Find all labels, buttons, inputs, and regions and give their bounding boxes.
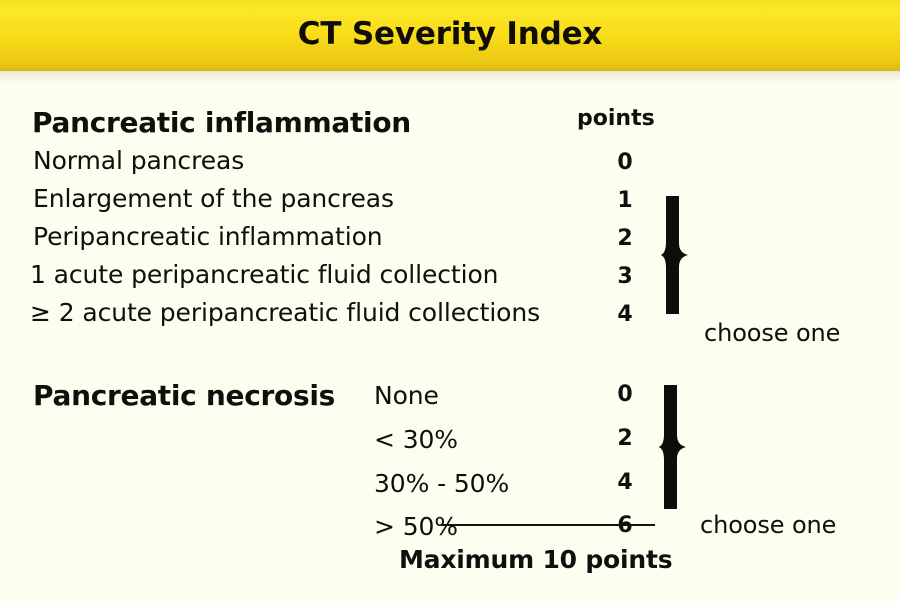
row-points-two-or-more-fluid-collections: 4: [617, 302, 633, 327]
title-banner: CT Severity Index: [0, 0, 900, 71]
row-points-peripancreatic-inflammation: 2: [617, 226, 633, 251]
row-label-necrosis-30-to-50: 30% - 50%: [374, 469, 510, 498]
maximum-points-label: Maximum 10 points: [399, 545, 673, 574]
curly-brace-icon-necrosis: [658, 385, 686, 509]
section-title-pancreatic-inflammation: Pancreatic inflammation: [32, 106, 411, 139]
section-title-pancreatic-necrosis: Pancreatic necrosis: [33, 379, 336, 412]
banner-shadow-divider: [0, 71, 900, 84]
row-points-necrosis-over-50: 6: [617, 513, 633, 538]
row-points-normal-pancreas: 0: [617, 150, 633, 175]
row-label-necrosis-none: None: [374, 381, 439, 410]
row-label-one-fluid-collection: 1 acute peripancreatic fluid collection: [30, 260, 499, 289]
curly-brace-icon-inflammation: [660, 196, 688, 314]
points-column-header: points: [577, 106, 655, 131]
choose-one-label-necrosis: choose one: [700, 511, 837, 539]
choose-one-label-inflammation: choose one: [704, 319, 841, 347]
severity-index-table: Pancreatic inflammation points Normal pa…: [0, 84, 900, 601]
row-label-enlargement: Enlargement of the pancreas: [33, 184, 394, 213]
row-label-normal-pancreas: Normal pancreas: [33, 146, 245, 175]
row-points-necrosis-none: 0: [617, 382, 633, 407]
row-points-enlargement: 1: [617, 188, 633, 213]
row-points-necrosis-30-to-50: 4: [617, 470, 633, 495]
row-label-necrosis-over-50: > 50%: [374, 512, 458, 541]
row-label-peripancreatic-inflammation: Peripancreatic inflammation: [33, 222, 383, 251]
row-label-two-or-more-fluid-collections: ≥ 2 acute peripancreatic fluid collectio…: [30, 298, 541, 327]
row-points-one-fluid-collection: 3: [617, 264, 633, 289]
row-points-necrosis-under-30: 2: [617, 426, 633, 451]
page-title: CT Severity Index: [297, 16, 603, 52]
row-label-necrosis-under-30: < 30%: [374, 425, 458, 454]
total-separator-rule: [441, 524, 655, 526]
